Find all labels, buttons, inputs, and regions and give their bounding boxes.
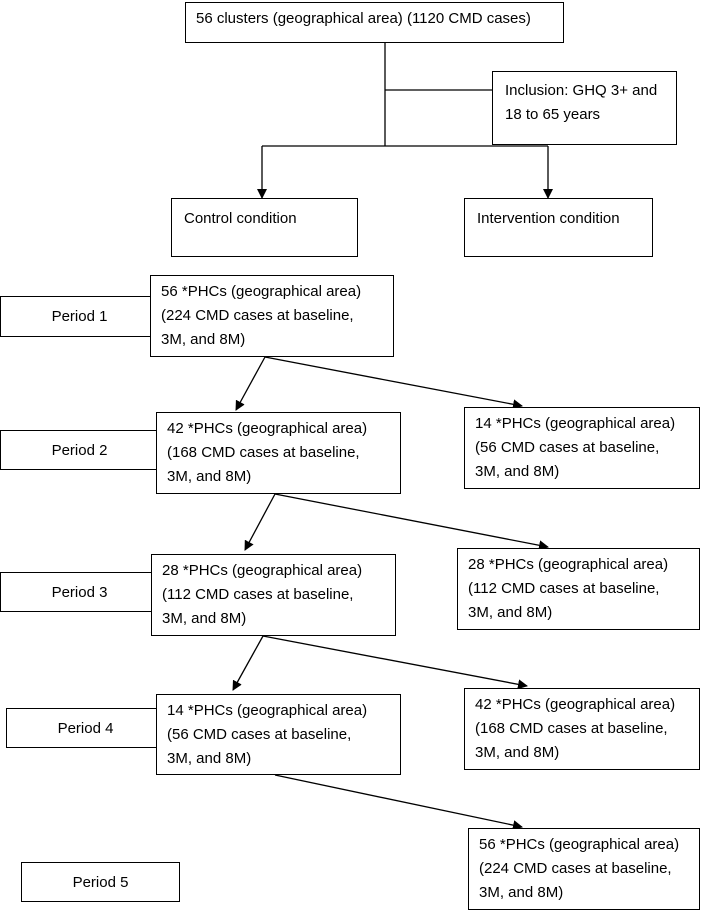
followup: 3M, and 8M) [162,610,247,627]
period-4-label-box: Period 4 [6,708,165,748]
arrow-p2-intervention [274,493,549,551]
phc-count: 42 *PHCs (geographical area) [167,420,368,437]
followup: 3M, and 8M) [161,331,246,348]
arrow-p2-control [244,493,276,551]
inclusion-line-2: 18 to 65 years [505,106,601,123]
phc-count: 56 *PHCs (geographical area) [161,283,362,300]
cmd-cases: (168 CMD cases at baseline, [167,444,360,461]
followup: 3M, and 8M) [475,744,560,761]
control-condition-label: Control condition [184,210,297,227]
arrow-p3-control [232,635,264,691]
intervention-phc-box-period-4: 42 *PHCs (geographical area) (168 CMD ca… [464,688,700,770]
phc-count: 42 *PHCs (geographical area) [475,696,676,713]
intervention-phc-box-period-5: 56 *PHCs (geographical area) (224 CMD ca… [468,828,700,910]
intervention-phc-box-period-3: 28 *PHCs (geographical area) (112 CMD ca… [457,548,700,630]
followup: 3M, and 8M) [468,604,553,621]
phc-count: 14 *PHCs (geographical area) [167,702,368,719]
cmd-cases: (112 CMD cases at baseline, [162,586,354,603]
followup: 3M, and 8M) [167,750,252,767]
period-2-label-box: Period 2 [0,430,159,470]
control-phc-box-period-1: 56 *PHCs (geographical area) (224 CMD ca… [150,275,394,357]
period-3-label-box: Period 3 [0,572,159,612]
period-4-label: Period 4 [57,720,114,737]
followup: 3M, and 8M) [167,468,252,485]
arrow-p1-intervention [264,356,523,410]
period-2-label: Period 2 [51,442,108,459]
phc-count: 14 *PHCs (geographical area) [475,415,676,432]
clusters-text: 56 clusters (geographical area) (1120 CM… [196,10,531,27]
arrow-p4-intervention [274,774,523,831]
cmd-cases: (112 CMD cases at baseline, [468,580,660,597]
arrow-p1-control [235,356,266,411]
intervention-condition-box: Intervention condition [464,198,653,257]
inclusion-box: Inclusion: GHQ 3+ and 18 to 65 years [492,71,677,145]
phc-count: 28 *PHCs (geographical area) [162,562,363,579]
control-condition-box: Control condition [171,198,358,257]
cmd-cases: (168 CMD cases at baseline, [475,720,668,737]
period-5-label-box: Period 5 [21,862,180,902]
clusters-box: 56 clusters (geographical area) (1120 CM… [185,2,564,43]
period-1-label: Period 1 [51,308,108,325]
followup: 3M, and 8M) [475,463,560,480]
phc-count: 28 *PHCs (geographical area) [468,556,669,573]
cmd-cases: (56 CMD cases at baseline, [167,726,352,743]
period-1-label-box: Period 1 [0,296,159,337]
period-5-label: Period 5 [72,874,129,891]
inclusion-line-1: Inclusion: GHQ 3+ and [505,82,658,99]
arrow-p3-intervention [262,635,528,690]
cmd-cases: (224 CMD cases at baseline, [161,307,354,324]
control-phc-box-period-3: 28 *PHCs (geographical area) (112 CMD ca… [151,554,396,636]
control-phc-box-period-2: 42 *PHCs (geographical area) (168 CMD ca… [156,412,401,494]
period-3-label: Period 3 [51,584,108,601]
cmd-cases: (224 CMD cases at baseline, [479,860,672,877]
cmd-cases: (56 CMD cases at baseline, [475,439,660,456]
intervention-condition-label: Intervention condition [477,210,620,227]
control-phc-box-period-4: 14 *PHCs (geographical area) (56 CMD cas… [156,694,401,775]
followup: 3M, and 8M) [479,884,564,901]
phc-count: 56 *PHCs (geographical area) [479,836,680,853]
intervention-phc-box-period-2: 14 *PHCs (geographical area) (56 CMD cas… [464,407,700,489]
